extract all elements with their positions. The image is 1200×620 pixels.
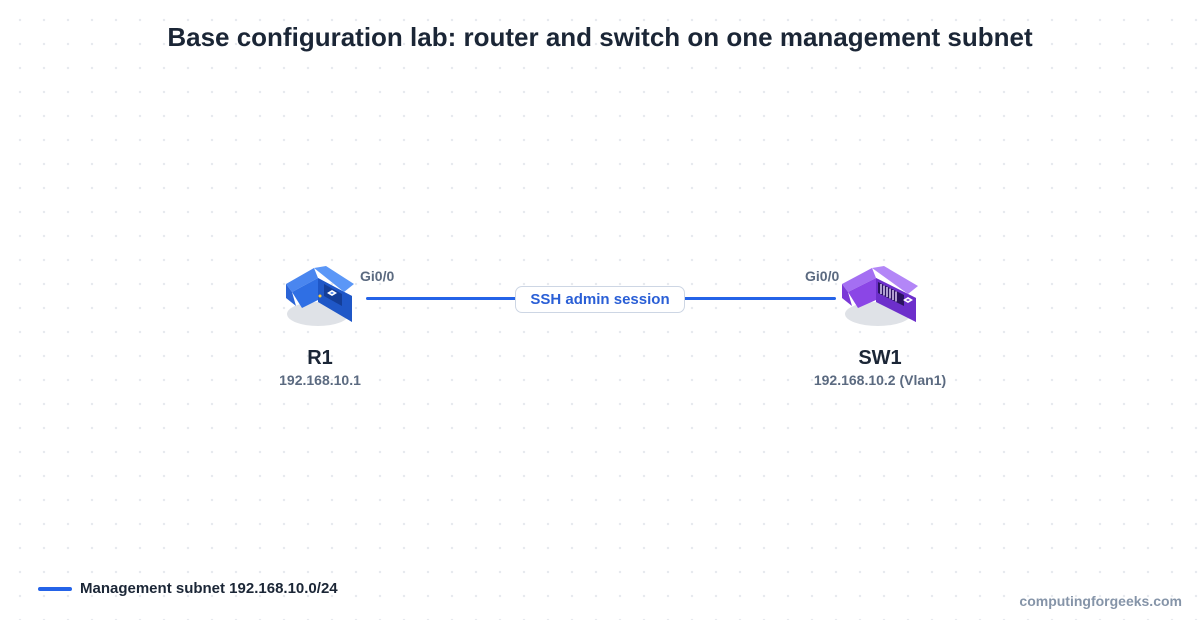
router-icon[interactable] bbox=[282, 262, 356, 330]
legend: Management subnet 192.168.10.0/24 bbox=[38, 580, 338, 597]
device-ip-r1: 192.168.10.1 bbox=[279, 372, 361, 388]
device-name-sw1: SW1 bbox=[858, 347, 902, 369]
device-name-r1: R1 bbox=[307, 347, 333, 369]
legend-swatch bbox=[38, 586, 72, 591]
port-label-sw1: Gi0/0 bbox=[805, 268, 840, 284]
legend-label: Management subnet 192.168.10.0/24 bbox=[80, 580, 338, 597]
watermark: computingforgeeks.com bbox=[1019, 593, 1182, 609]
device-ip-sw1: 192.168.10.2 (Vlan1) bbox=[813, 372, 947, 388]
diagram-title: Base configuration lab: router and switc… bbox=[167, 22, 1033, 52]
link-label: SSH admin session bbox=[515, 286, 685, 313]
switch-icon[interactable] bbox=[838, 262, 918, 330]
port-label-r1: Gi0/0 bbox=[360, 268, 395, 284]
